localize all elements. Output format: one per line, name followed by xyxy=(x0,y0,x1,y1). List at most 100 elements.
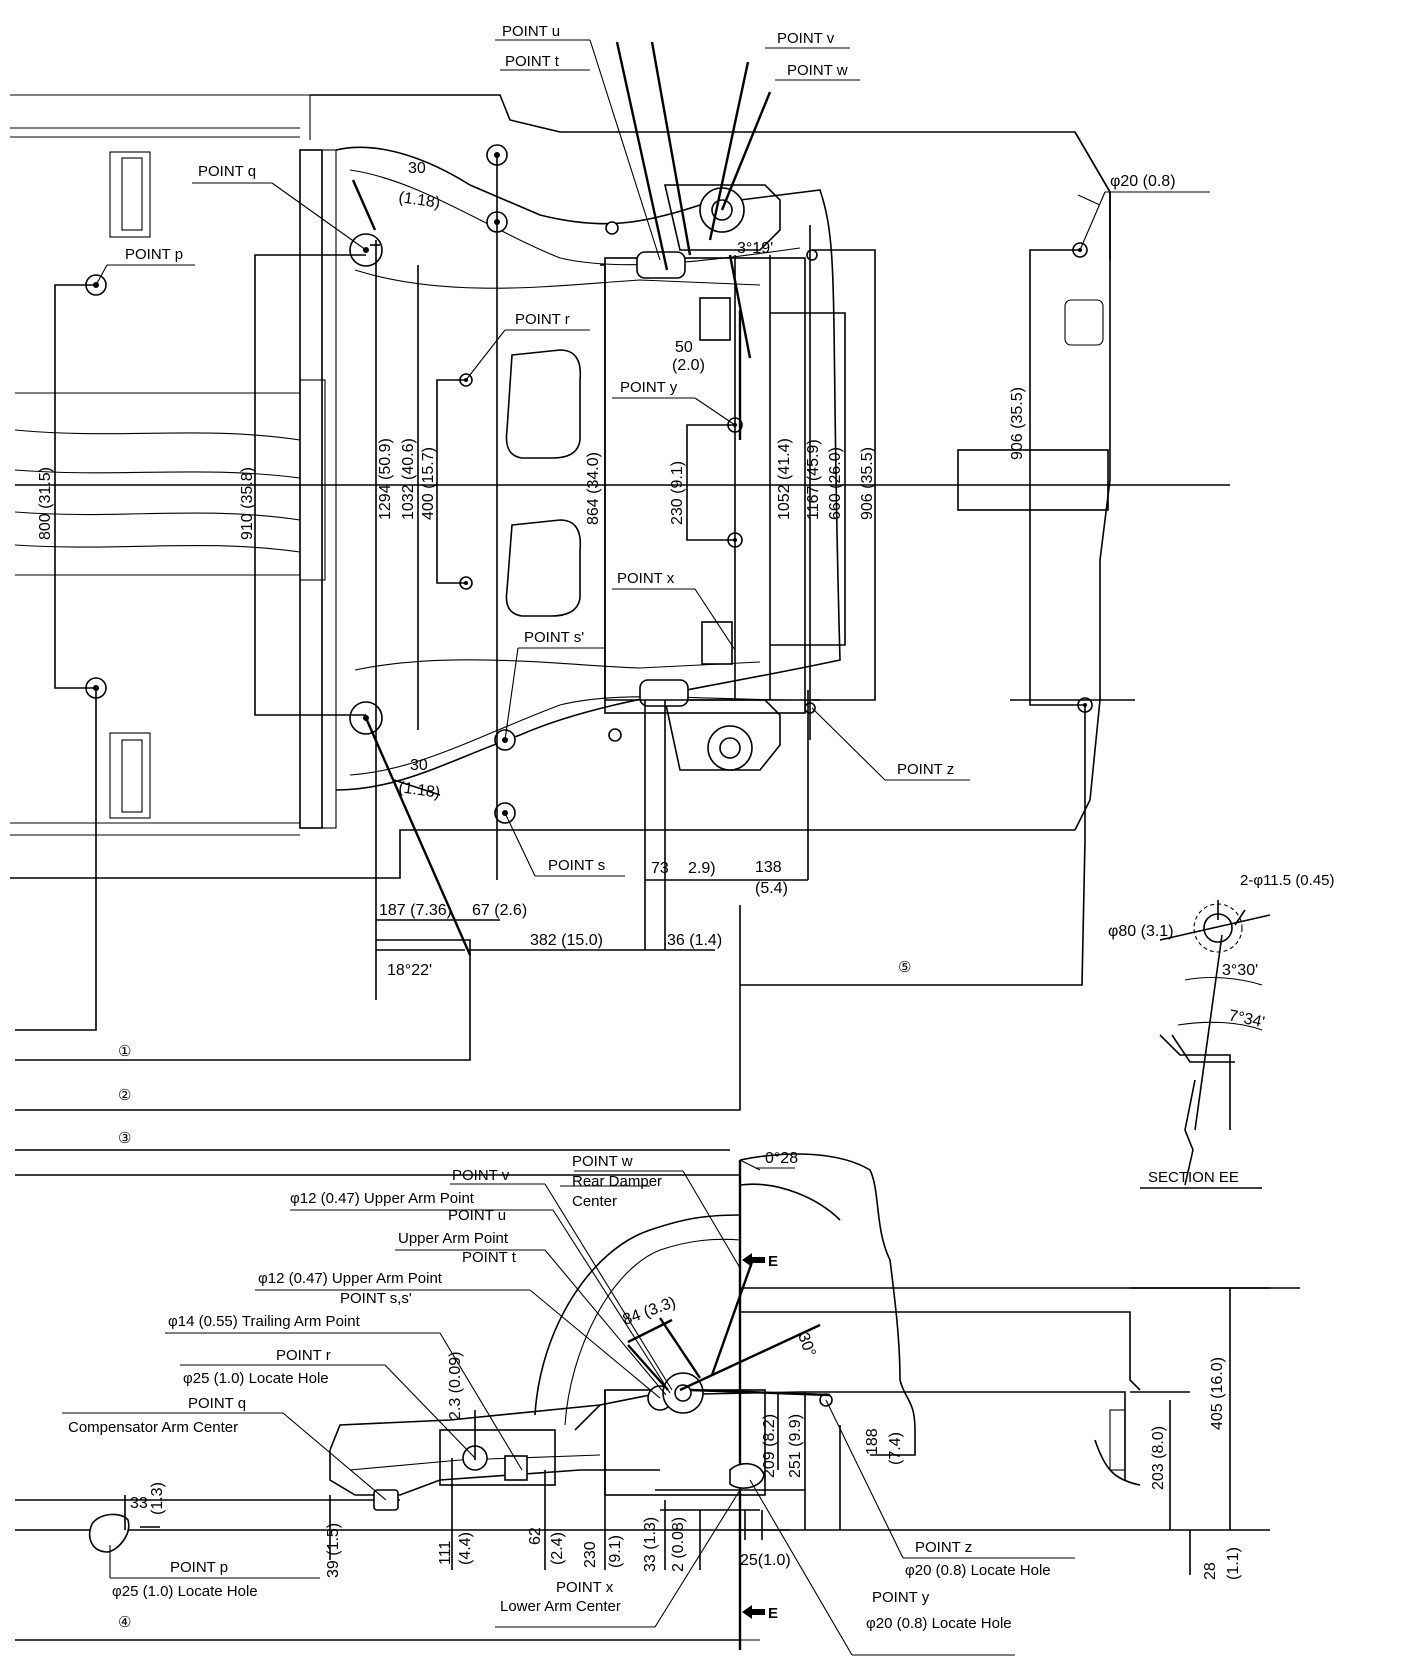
dim-73: 73 xyxy=(651,860,669,877)
side-label-w-sub1: Rear Damper xyxy=(572,1173,662,1190)
side-dim-25: 25(1.0) xyxy=(740,1552,791,1569)
circled-2: ② xyxy=(118,1087,131,1104)
section-ee-title: SECTION EE xyxy=(1148,1169,1239,1186)
label-point-y: POINT y xyxy=(620,379,678,396)
dim-30a: 30 xyxy=(408,160,426,177)
dim-30b-in: (1.18) xyxy=(397,779,441,802)
section-mark-e-top: E xyxy=(768,1253,778,1270)
side-dim-111-in: (4.4) xyxy=(457,1532,474,1565)
side-hole-y xyxy=(729,1462,765,1489)
dim-1294: 1294 (50.9) xyxy=(377,438,394,520)
side-label-point-x: POINT x xyxy=(556,1579,614,1596)
dim-67: 67 (2.6) xyxy=(472,902,527,919)
dim-230: 230 (9.1) xyxy=(669,461,686,525)
side-label-t-sub: φ12 (0.47) Upper Arm Point xyxy=(258,1270,443,1287)
dim-864: 864 (34.0) xyxy=(585,452,602,525)
side-label-point-q: POINT q xyxy=(188,1395,246,1412)
label-point-x: POINT x xyxy=(617,570,675,587)
side-dim-230: 230 xyxy=(582,1541,599,1568)
circled-4: ④ xyxy=(118,1614,131,1631)
side-label-point-y: POINT y xyxy=(872,1589,930,1606)
side-dim-405: 405 (16.0) xyxy=(1209,1357,1226,1430)
dim-30b: 30 xyxy=(410,757,428,774)
side-ang-30: 30° xyxy=(794,1331,818,1360)
label-point-u: POINT u xyxy=(502,23,560,40)
side-dim-62-in: (2.4) xyxy=(549,1532,566,1565)
section-mark-e-bottom: E xyxy=(768,1605,778,1622)
side-dim-28-in: (1.1) xyxy=(1225,1547,1242,1580)
dim-1032: 1032 (40.6) xyxy=(400,438,417,520)
label-point-z: POINT z xyxy=(897,761,954,778)
label-point-r: POINT r xyxy=(515,311,570,328)
side-label-v-sub: φ12 (0.47) Upper Arm Point xyxy=(290,1190,475,1207)
side-label-point-z: POINT z xyxy=(915,1539,972,1556)
dim-138: 138 xyxy=(755,859,782,876)
circled-5: ⑤ xyxy=(898,959,911,976)
top-view-labels: POINT u POINT t POINT v POINT w POINT q … xyxy=(37,23,1176,1631)
side-dim-39: 39 (1.5) xyxy=(325,1523,342,1578)
side-view-labels: POINT w Rear Damper Center POINT v φ12 (… xyxy=(68,1150,1242,1632)
side-view-leaders xyxy=(62,1167,1075,1656)
side-dim-28: 28 xyxy=(1202,1562,1219,1580)
side-dim-33a-in: (1.3) xyxy=(149,1482,166,1515)
side-dim-33b: 33 (1.3) xyxy=(642,1517,659,1572)
side-view-body-outline xyxy=(15,1153,1300,1650)
side-label-u-sub: Upper Arm Point xyxy=(398,1230,509,1247)
side-label-z-sub: φ20 (0.8) Locate Hole xyxy=(905,1562,1051,1579)
side-dim-84: 84 (3.3) xyxy=(621,1294,679,1329)
lightening-hole-lower xyxy=(505,519,582,617)
side-dim-251: 251 (9.9) xyxy=(787,1414,804,1478)
side-dim-62: 62 xyxy=(527,1527,544,1545)
section-arrows xyxy=(742,1253,765,1619)
side-label-point-t: POINT t xyxy=(462,1249,517,1266)
side-label-y-sub: φ20 (0.8) Locate Hole xyxy=(866,1615,1012,1632)
side-label-s-sub: φ14 (0.55) Trailing Arm Point xyxy=(168,1313,361,1330)
dim-382: 382 (15.0) xyxy=(530,932,603,949)
dim-36: 36 (1.4) xyxy=(667,932,722,949)
circled-1: ① xyxy=(118,1043,131,1060)
side-label-q-sub: Compensator Arm Center xyxy=(68,1419,238,1436)
dim-910: 910 (35.8) xyxy=(239,467,256,540)
dim-73-in: 2.9) xyxy=(688,860,716,877)
side-label-x-sub: Lower Arm Center xyxy=(500,1598,621,1615)
side-dim-33a: 33 xyxy=(130,1495,148,1512)
top-view-leaders xyxy=(95,39,1210,877)
label-point-s-prime: POINT s' xyxy=(524,629,584,646)
side-dim-209: 209 (8.2) xyxy=(761,1414,778,1478)
dim-906a: 906 (35.5) xyxy=(859,447,876,520)
side-dim-188: 188 xyxy=(864,1428,881,1455)
side-label-point-s: POINT s,s' xyxy=(340,1290,412,1307)
dim-1167: 1167 (45.9) xyxy=(805,439,822,520)
side-label-r-sub: φ25 (1.0) Locate Hole xyxy=(183,1370,329,1387)
side-label-point-w: POINT w xyxy=(572,1153,633,1170)
side-label-point-v: POINT v xyxy=(452,1167,510,1184)
label-point-w: POINT w xyxy=(787,62,848,79)
top-view-dimension-lines xyxy=(15,41,1230,1151)
side-hole-s xyxy=(504,1455,528,1481)
dim-800: 800 (31.5) xyxy=(37,467,54,540)
side-view-dimension-lines xyxy=(124,1261,1270,1575)
side-dim-230-in: (9.1) xyxy=(607,1535,624,1568)
ang-1822: 18°22' xyxy=(387,962,432,979)
upper-arm-bracket-top xyxy=(636,251,686,279)
dim-906b: 906 (35.5) xyxy=(1009,387,1026,460)
dim-400: 400 (15.7) xyxy=(420,447,437,520)
section-ee-ang-734: 7°34' xyxy=(1227,1007,1266,1031)
side-ang-028: 0°28 xyxy=(765,1150,798,1167)
dim-187: 187 (7.36) xyxy=(379,902,452,919)
section-ee-phi80: φ80 (3.1) xyxy=(1108,923,1174,940)
label-point-p: POINT p xyxy=(125,246,183,263)
section-ee-labels: 2-φ11.5 (0.45) φ80 (3.1) 3°30' 7°34' SEC… xyxy=(1108,872,1335,1186)
section-ee-ang-330: 3°30' xyxy=(1222,962,1258,979)
arrow-e-bottom-icon xyxy=(742,1605,765,1619)
dim-138-in: (5.4) xyxy=(755,880,788,897)
section-ee-drawing xyxy=(1140,900,1271,1189)
lower-arm-bracket-bottom xyxy=(701,621,733,665)
side-hole-p xyxy=(88,1513,130,1553)
label-point-s: POINT s xyxy=(548,857,605,874)
side-label-point-r: POINT r xyxy=(276,1347,331,1364)
label-point-t: POINT t xyxy=(505,53,560,70)
side-dim-203: 203 (8.0) xyxy=(1150,1426,1167,1490)
side-label-point-p: POINT p xyxy=(170,1559,228,1576)
